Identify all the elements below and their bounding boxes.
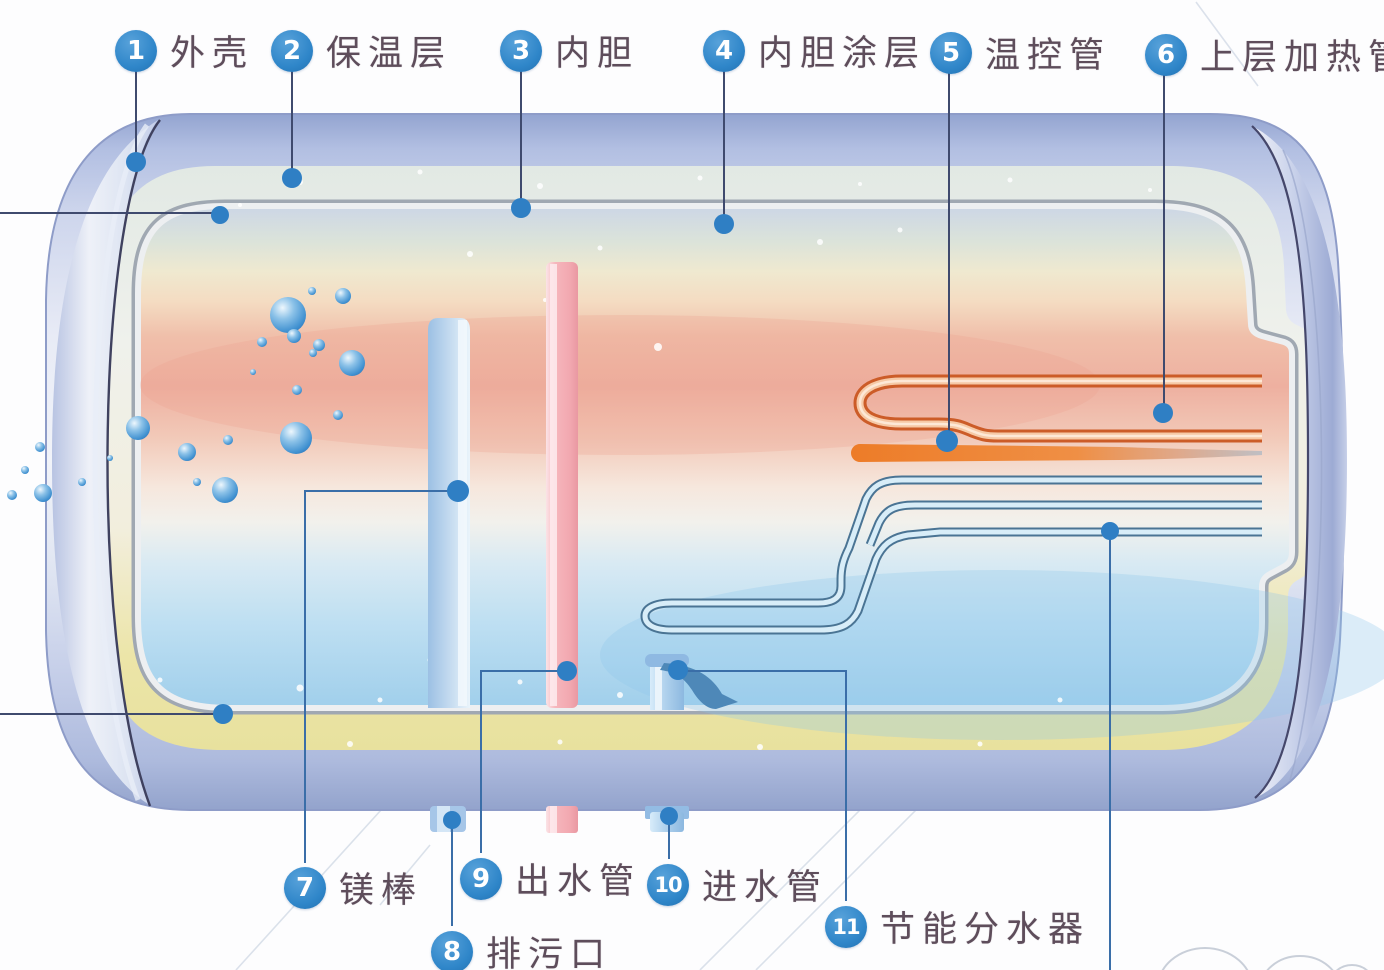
callout-7-label: 镁棒 [339,871,424,911]
callout-1-label: 外壳 [170,34,255,74]
upper-heating-tube [853,374,1262,443]
callout-tank-coating: 4 内胆涂层 [703,25,926,76]
callout-2-label: 保温层 [326,34,453,74]
callout-5-label: 温控管 [985,36,1112,76]
leader-dot [1101,522,1119,540]
callout-6-badge: 6 [1145,33,1187,76]
watermark-arcs [1161,947,1369,970]
callout-outer-shell: 1 外壳 [115,25,254,76]
callout-inner-tank: 3 内胆 [500,25,639,76]
callout-9-label: 出水管 [515,862,642,902]
leader-dot [714,214,734,234]
leader-dot [211,206,229,224]
leader-dot [1153,403,1173,423]
callout-insulation-layer: 2 保温层 [271,25,452,76]
callout-8-badge: 8 [431,930,473,970]
leader-dot [557,661,577,681]
callout-upper-heating-tube: 6 上层加热管 [1145,29,1384,80]
leader-lines [0,67,1165,970]
inner-tank [131,199,1384,740]
leader-dot [282,168,302,188]
callout-8-label: 排污口 [486,935,613,970]
callout-1-badge: 1 [115,29,157,72]
callout-11-badge: 11 [825,905,867,948]
callout-10-label: 进水管 [702,868,829,908]
left-end-cap [52,119,161,807]
leader-dot [443,811,461,829]
callout-inlet-pipe: 10 进水管 [647,859,828,910]
leader-dot [668,660,688,680]
callout-outlet-pipe: 9 出水管 [460,853,641,904]
inner-tank-water [135,203,1295,711]
outlet-pipe [546,262,578,708]
callout-3-label: 内胆 [555,34,640,74]
right-end-cap [1251,125,1347,799]
callout-3-badge: 3 [500,29,542,72]
leader-dot [126,152,146,172]
callout-6-label: 上层加热管 [1200,38,1384,78]
leader-dot [511,198,531,218]
leader-dot [936,430,958,452]
callout-energy-saving-distributor: 11 节能分水器 [825,901,1090,952]
leader-dots [126,152,1173,829]
callout-magnesium-rod: 7 镁棒 [284,862,423,913]
leader-dot [447,480,469,502]
callout-2-badge: 2 [271,29,313,72]
magnesium-rod [428,318,470,708]
leader-dot [213,704,233,724]
callout-drain-outlet: 8 排污口 [431,926,612,970]
callout-5-badge: 5 [930,31,972,74]
callout-9-badge: 9 [460,857,502,900]
callout-temp-control-tube: 5 温控管 [930,27,1111,78]
distributor-tube [640,475,1262,635]
callout-4-badge: 4 [703,29,745,72]
bubbles [7,287,365,503]
callout-11-label: 节能分水器 [880,910,1091,950]
callout-4-label: 内胆涂层 [758,34,927,74]
outlet-pipe-stub [546,806,578,833]
callout-10-badge: 10 [647,863,689,906]
leader-dot [660,807,678,825]
callout-7-badge: 7 [284,866,326,909]
